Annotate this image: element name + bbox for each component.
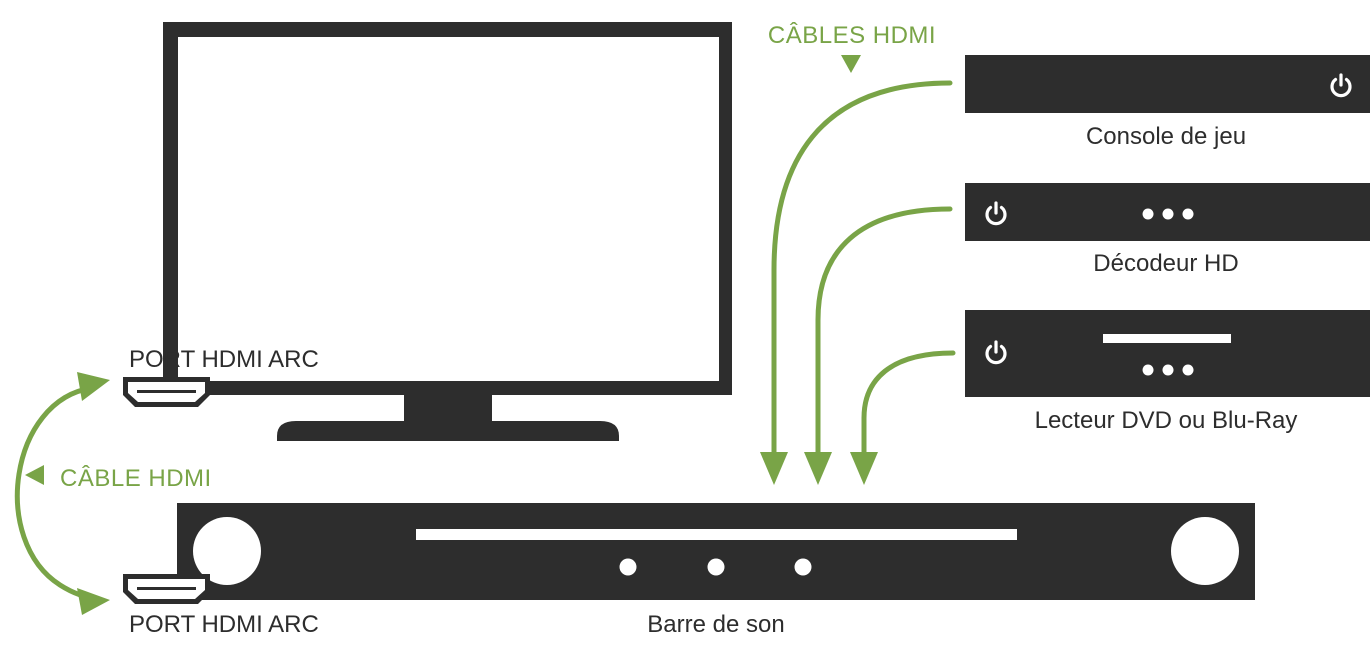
hd-decoder [965,183,1370,241]
tv-screen [178,37,719,381]
arrow-head-icon [77,372,878,615]
decoder-label: Décodeur HD [1093,250,1238,277]
dvd-player-body [965,310,1370,397]
dvd-player-label: Lecteur DVD ou Blu-Ray [1035,407,1298,434]
cable-console [771,80,953,458]
power-icon [985,201,1007,226]
indicator-dots [1142,364,1194,376]
power-icon [985,340,1007,365]
game-console [965,55,1370,113]
cable-hdmi-label: CÂBLE HDMI [60,465,212,492]
indicator-dots [1142,208,1194,220]
soundbar [177,503,1255,600]
soundbar-body [177,503,1255,600]
disc-slot [1103,334,1231,343]
hdmi-port-icon [123,574,210,604]
soundbar-display [416,529,1017,540]
arrow-head-icon [841,55,861,73]
arrow-head-icon [25,465,44,485]
soundbar-label: Barre de son [647,611,784,638]
hdmi-cables [15,80,956,601]
tv-stand-neck [404,395,492,421]
soundbar-buttons [619,558,812,576]
cable-decoder [815,206,953,458]
power-icon [1330,73,1352,98]
tv-port-label: PORT HDMI ARC [129,346,319,373]
soundbar-port-label: PORT HDMI ARC [129,611,319,638]
speaker-left [193,517,261,585]
game-console-body [965,55,1370,113]
speaker-right [1171,517,1239,585]
tv-stand-base [277,421,619,441]
television [163,22,732,441]
console-label: Console de jeu [1086,123,1246,150]
hdmi-port-icon [123,377,210,407]
dvd-bluray-player [965,310,1370,397]
cable-arc [15,385,97,601]
cables-hdmi-label: CÂBLES HDMI [768,22,936,49]
cable-dvd [861,350,956,458]
